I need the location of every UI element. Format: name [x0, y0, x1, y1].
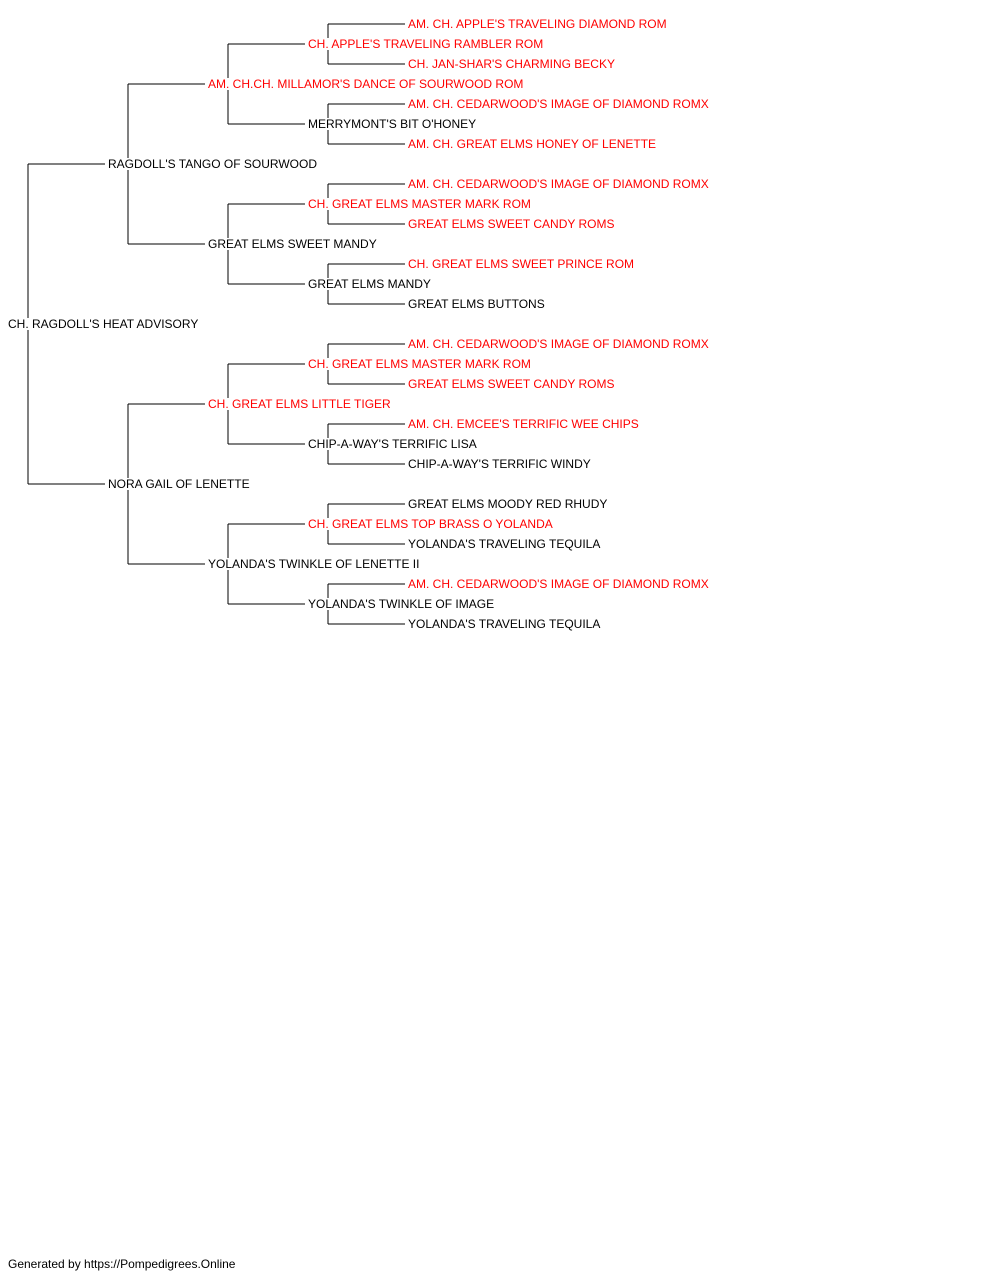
pedigree-node-gen3: CH. GREAT ELMS MASTER MARK ROM — [308, 197, 531, 211]
pedigree-node-gen4: AM. CH. APPLE'S TRAVELING DIAMOND ROM — [408, 17, 667, 31]
pedigree-node-gen4: GREAT ELMS SWEET CANDY ROMS — [408, 217, 614, 231]
pedigree-node-gen2: GREAT ELMS SWEET MANDY — [208, 237, 377, 251]
pedigree-node-gen1: RAGDOLL'S TANGO OF SOURWOOD — [108, 157, 317, 171]
pedigree-node-gen3: CH. GREAT ELMS TOP BRASS O YOLANDA — [308, 517, 553, 531]
pedigree-node-gen3: CHIP-A-WAY'S TERRIFIC LISA — [308, 437, 477, 451]
pedigree-node-gen4: CHIP-A-WAY'S TERRIFIC WINDY — [408, 457, 591, 471]
pedigree-node-gen4: CH. JAN-SHAR'S CHARMING BECKY — [408, 57, 615, 71]
pedigree-node-gen1: NORA GAIL OF LENETTE — [108, 477, 250, 491]
pedigree-node-gen4: AM. CH. EMCEE'S TERRIFIC WEE CHIPS — [408, 417, 639, 431]
pedigree-node-gen2: YOLANDA'S TWINKLE OF LENETTE II — [208, 557, 419, 571]
pedigree-node-gen3: GREAT ELMS MANDY — [308, 277, 431, 291]
pedigree-node-gen2: CH. GREAT ELMS LITTLE TIGER — [208, 397, 391, 411]
pedigree-node-gen4: YOLANDA'S TRAVELING TEQUILA — [408, 537, 600, 551]
pedigree-node-gen4: GREAT ELMS SWEET CANDY ROMS — [408, 377, 614, 391]
pedigree-node-gen4: GREAT ELMS BUTTONS — [408, 297, 545, 311]
pedigree-node-gen3: MERRYMONT'S BIT O'HONEY — [308, 117, 476, 131]
pedigree-node-gen4: AM. CH. CEDARWOOD'S IMAGE OF DIAMOND ROM… — [408, 337, 709, 351]
pedigree-node-gen0: CH. RAGDOLL'S HEAT ADVISORY — [8, 317, 198, 331]
pedigree-node-gen4: AM. CH. CEDARWOOD'S IMAGE OF DIAMOND ROM… — [408, 97, 709, 111]
pedigree-node-gen3: CH. APPLE'S TRAVELING RAMBLER ROM — [308, 37, 543, 51]
pedigree-node-gen4: GREAT ELMS MOODY RED RHUDY — [408, 497, 607, 511]
generated-by-footer: Generated by https://Pompedigrees.Online — [8, 1257, 236, 1271]
pedigree-node-gen4: AM. CH. CEDARWOOD'S IMAGE OF DIAMOND ROM… — [408, 577, 709, 591]
pedigree-node-gen4: AM. CH. GREAT ELMS HONEY OF LENETTE — [408, 137, 656, 151]
pedigree-node-gen4: YOLANDA'S TRAVELING TEQUILA — [408, 617, 600, 631]
pedigree-node-gen3: CH. GREAT ELMS MASTER MARK ROM — [308, 357, 531, 371]
pedigree-node-gen4: CH. GREAT ELMS SWEET PRINCE ROM — [408, 257, 634, 271]
pedigree-node-gen4: AM. CH. CEDARWOOD'S IMAGE OF DIAMOND ROM… — [408, 177, 709, 191]
pedigree-node-gen3: YOLANDA'S TWINKLE OF IMAGE — [308, 597, 494, 611]
pedigree-node-gen2: AM. CH.CH. MILLAMOR'S DANCE OF SOURWOOD … — [208, 77, 523, 91]
